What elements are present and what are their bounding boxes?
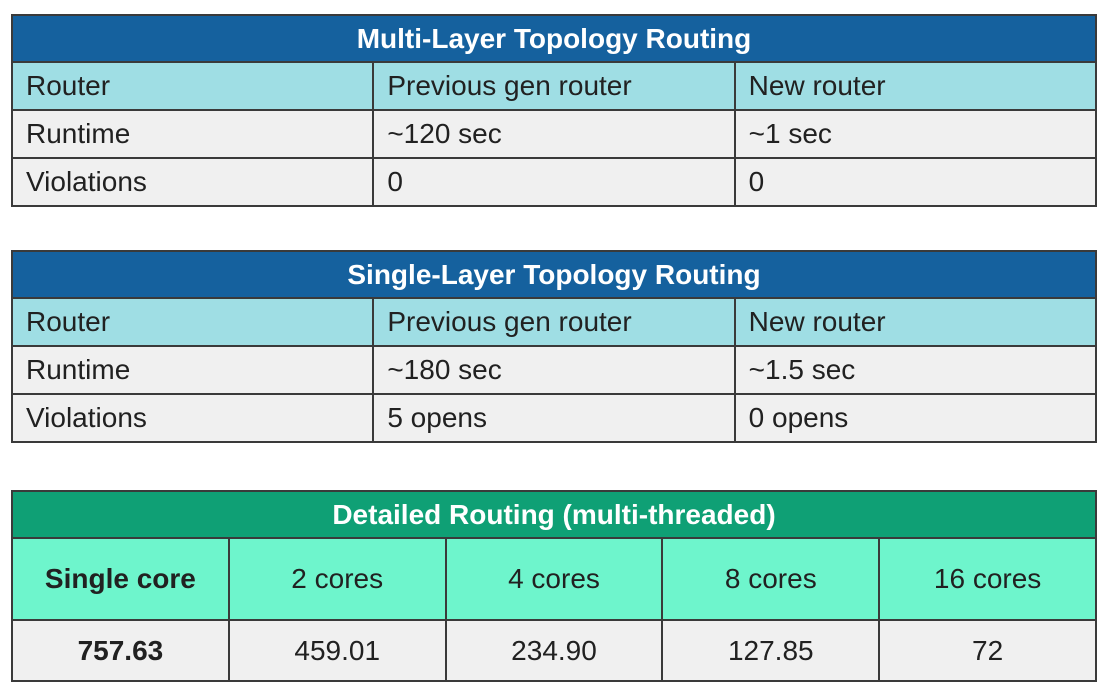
table-row: Runtime ~180 sec ~1.5 sec	[10, 345, 1098, 395]
violations-previous-gen-value: 5 opens	[372, 393, 736, 443]
row-label-violations: Violations	[10, 157, 375, 207]
violations-previous-gen-value: 0	[372, 157, 736, 207]
runtime-4-cores-value: 234.90	[444, 619, 664, 682]
runtime-new-router-value: ~1.5 sec	[733, 345, 1098, 395]
column-header-single-core: Single core	[11, 537, 230, 621]
row-label-runtime: Runtime	[10, 345, 375, 395]
single-layer-routing-table: Single-Layer Topology Routing Router Pre…	[10, 250, 1098, 443]
detailed-routing-table: Detailed Routing (multi-threaded) Single…	[11, 490, 1097, 682]
column-header-4-cores: 4 cores	[444, 537, 664, 621]
table-row: Violations 5 opens 0 opens	[10, 393, 1098, 443]
table-row: Router Previous gen router New router	[10, 297, 1098, 347]
row-label-violations: Violations	[10, 393, 375, 443]
table-row: Single core 2 cores 4 cores 8 cores 16 c…	[11, 537, 1097, 621]
table-title: Detailed Routing (multi-threaded)	[11, 490, 1097, 539]
violations-new-router-value: 0 opens	[733, 393, 1098, 443]
violations-new-router-value: 0	[733, 157, 1098, 207]
runtime-single-core-value: 757.63	[11, 619, 230, 682]
column-header-previous-gen: Previous gen router	[372, 297, 736, 347]
runtime-previous-gen-value: ~120 sec	[372, 109, 736, 159]
row-label-runtime: Runtime	[10, 109, 375, 159]
multi-layer-routing-table: Multi-Layer Topology Routing Router Prev…	[10, 14, 1098, 207]
table-title: Multi-Layer Topology Routing	[11, 14, 1097, 63]
column-header-router: Router	[10, 61, 375, 111]
table-row: Router Previous gen router New router	[10, 61, 1098, 111]
table-row: Detailed Routing (multi-threaded)	[11, 490, 1097, 539]
runtime-previous-gen-value: ~180 sec	[372, 345, 736, 395]
column-header-previous-gen: Previous gen router	[372, 61, 736, 111]
runtime-8-cores-value: 127.85	[661, 619, 881, 682]
column-header-16-cores: 16 cores	[878, 537, 1097, 621]
runtime-new-router-value: ~1 sec	[733, 109, 1098, 159]
table-row: Violations 0 0	[10, 157, 1098, 207]
column-header-new-router: New router	[733, 61, 1098, 111]
runtime-16-cores-value: 72	[878, 619, 1097, 682]
table-title: Single-Layer Topology Routing	[11, 250, 1097, 299]
table-row: 757.63 459.01 234.90 127.85 72	[11, 619, 1097, 682]
runtime-2-cores-value: 459.01	[227, 619, 447, 682]
column-header-2-cores: 2 cores	[227, 537, 447, 621]
column-header-new-router: New router	[733, 297, 1098, 347]
column-header-8-cores: 8 cores	[661, 537, 881, 621]
column-header-router: Router	[10, 297, 375, 347]
table-row: Multi-Layer Topology Routing	[11, 14, 1097, 63]
table-row: Runtime ~120 sec ~1 sec	[10, 109, 1098, 159]
table-row: Single-Layer Topology Routing	[11, 250, 1097, 299]
